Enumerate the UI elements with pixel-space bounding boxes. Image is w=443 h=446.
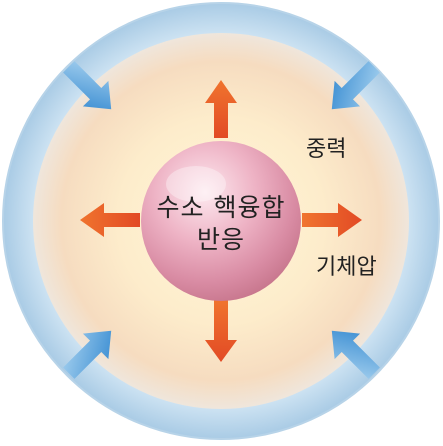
inward-arrow-bottom-left [63, 330, 112, 379]
inward-arrow-top-right [331, 61, 380, 110]
inward-arrow-bottom-right [331, 330, 380, 379]
outward-arrow-left [80, 203, 140, 237]
gas-pressure-label: 기체압 [316, 255, 377, 280]
inward-arrow-icon [63, 61, 112, 110]
core-sphere [141, 141, 301, 301]
gravity-label: 중력 [306, 137, 347, 162]
outward-arrow-up [205, 80, 237, 138]
outward-arrow-down [205, 300, 237, 362]
outward-arrow-right [302, 203, 362, 237]
core-label-line2: 반응 [196, 225, 246, 254]
inward-arrow-icon [331, 330, 380, 379]
core-highlight [166, 166, 226, 202]
core-label-line1: 수소 핵융합 [156, 193, 286, 222]
outward-arrow-icon [205, 300, 237, 362]
outward-arrow-icon [302, 203, 362, 237]
inward-arrow-icon [63, 330, 112, 379]
outward-arrow-icon [205, 80, 237, 138]
inward-arrow-top-left [63, 61, 112, 110]
inward-arrow-icon [331, 61, 380, 110]
outward-arrow-icon [80, 203, 140, 237]
